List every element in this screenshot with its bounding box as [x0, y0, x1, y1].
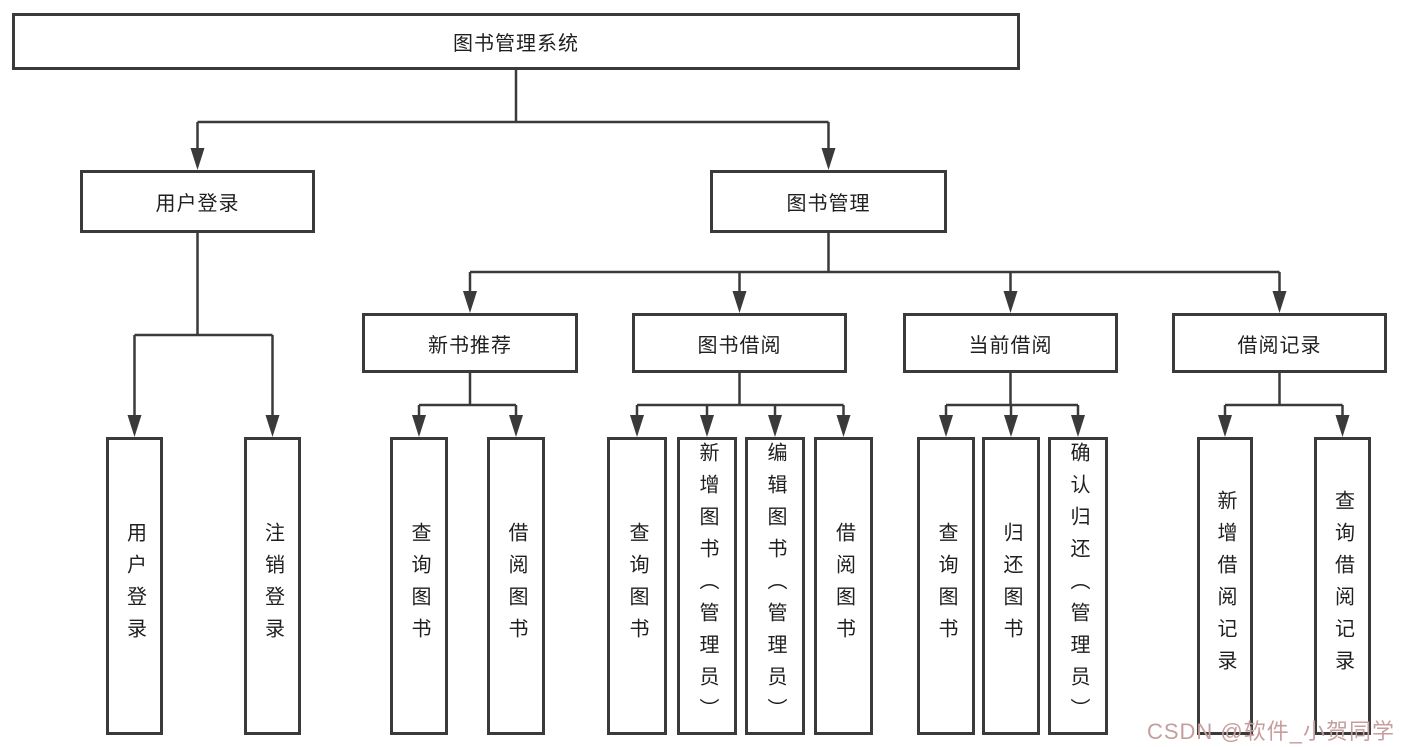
- node-label: 借阅图书: [832, 522, 855, 650]
- node-label: 注销登录: [261, 522, 284, 650]
- edge-newbookrec-to-leaves: [417, 373, 518, 419]
- arrowhead-icon: [1335, 415, 1350, 437]
- leaf-current-query-books: 查询图书: [917, 437, 975, 735]
- leaf-current-confirm-return-admin: 确认归还（管理员）: [1048, 437, 1108, 735]
- node-label: 借阅图书: [505, 522, 527, 650]
- node-label: 归还图书: [1000, 522, 1022, 650]
- arrowhead-icon: [509, 415, 523, 437]
- edge-bookmgmt-to-level3: [468, 233, 1281, 295]
- node-label: 当前借阅: [968, 334, 1053, 357]
- node-label: 用户登录: [155, 193, 240, 215]
- arrowhead-icon: [732, 291, 747, 313]
- node-user-login: 用户登录: [80, 170, 315, 233]
- arrowhead-icon: [700, 415, 714, 437]
- arrowhead-icon: [630, 415, 644, 437]
- node-label: 图书借阅: [697, 334, 782, 357]
- node-label: 新增图书（管理员）: [696, 442, 718, 730]
- node-label: 查询图书: [626, 522, 648, 650]
- leaf-current-return-books: 归还图书: [982, 437, 1040, 735]
- leaf-records-add-record: 新增借阅记录: [1197, 437, 1253, 735]
- node-label: 用户登录: [123, 522, 146, 650]
- leaf-borrowing-borrow-books: 借阅图书: [814, 437, 873, 735]
- arrowhead-icon: [836, 415, 851, 437]
- node-borrowing-records: 借阅记录: [1172, 313, 1387, 373]
- node-book-management: 图书管理: [710, 170, 947, 233]
- arrowhead-icon: [1003, 291, 1018, 313]
- node-label: 确认归还（管理员）: [1067, 442, 1089, 730]
- node-label: 借阅记录: [1237, 334, 1322, 357]
- node-new-book-recommend: 新书推荐: [362, 313, 578, 373]
- node-root: 图书管理系统: [12, 13, 1020, 70]
- arrowhead-icon: [1004, 415, 1018, 437]
- leaf-borrowing-query-books: 查询图书: [607, 437, 667, 735]
- arrowhead-icon: [412, 415, 426, 437]
- node-label: 新书推荐: [428, 334, 512, 357]
- node-label: 新增借阅记录: [1214, 490, 1236, 682]
- node-book-borrowing: 图书借阅: [632, 313, 847, 373]
- arrowhead-icon: [1218, 415, 1232, 437]
- arrowhead-icon: [939, 415, 953, 437]
- leaf-user-login: 用户登录: [106, 437, 163, 735]
- node-current-borrowing: 当前借阅: [903, 313, 1118, 373]
- edge-borrowrecords-to-leaves: [1223, 373, 1344, 419]
- node-label: 图书管理系统: [453, 33, 579, 55]
- node-label: 图书管理: [786, 193, 871, 215]
- leaf-logout: 注销登录: [244, 437, 301, 735]
- arrowhead-icon: [1071, 415, 1085, 437]
- edge-userlogin-to-leaves: [133, 233, 274, 419]
- arrowhead-icon: [190, 148, 205, 170]
- edge-currentborrow-to-leaves: [944, 373, 1080, 419]
- leaf-records-query-record: 查询借阅记录: [1314, 437, 1371, 735]
- node-label: 编辑图书（管理员）: [764, 442, 786, 730]
- arrowhead-icon: [463, 291, 477, 313]
- arrowhead-icon: [768, 415, 782, 437]
- arrowhead-icon: [821, 148, 836, 170]
- arrowhead-icon: [127, 415, 142, 437]
- leaf-borrowing-add-books-admin: 新增图书（管理员）: [677, 437, 737, 735]
- leaf-newbook-query-books: 查询图书: [390, 437, 448, 735]
- node-label: 查询图书: [408, 522, 430, 650]
- node-label: 查询借阅记录: [1331, 490, 1354, 682]
- arrowhead-icon: [1272, 291, 1287, 313]
- arrowhead-icon: [265, 415, 280, 437]
- edge-bookborrow-to-leaves: [635, 373, 845, 419]
- edge-root-to-level2: [196, 70, 830, 152]
- leaf-newbook-borrow-books: 借阅图书: [487, 437, 545, 735]
- csdn-watermark: CSDN @软件_小贺同学: [1146, 719, 1395, 744]
- node-label: 查询图书: [935, 522, 957, 650]
- leaf-borrowing-edit-books-admin: 编辑图书（管理员）: [745, 437, 805, 735]
